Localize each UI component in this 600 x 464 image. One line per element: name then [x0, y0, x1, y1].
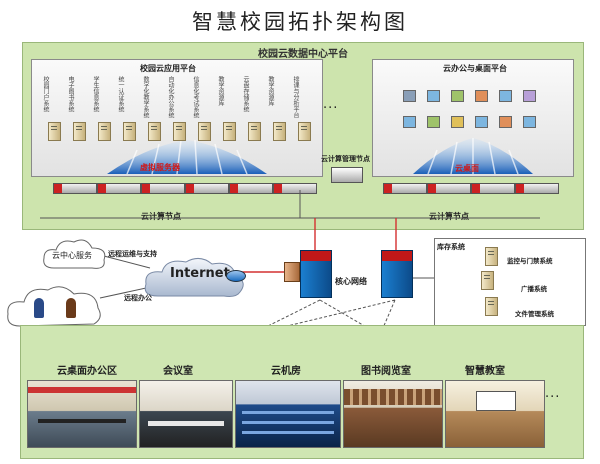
- internet-cloud-icon: [144, 258, 244, 297]
- app-platform-panel: 校园云应用平台 虚拟服务器 校园门户系统 电子图书系统 学生信息系统 统一认证系统 数字…: [31, 59, 323, 177]
- virtual-desktop-icon: [499, 90, 512, 102]
- compute-node-icon-10: [515, 183, 559, 194]
- server-icon-8: [223, 122, 236, 141]
- router-icon: [226, 270, 246, 282]
- compute-label-right: 云计算节点: [429, 212, 469, 221]
- system-label-6: 自动化办公系统: [167, 76, 174, 118]
- virtual-desktop-icon: [475, 90, 488, 102]
- system-label-1: 校园门户系统: [42, 76, 49, 112]
- library-item-1: 监控与门禁系统: [507, 257, 553, 265]
- server-icon-11: [298, 122, 311, 141]
- server-icon-4: [123, 122, 136, 141]
- virtual-desktop-icon: [403, 90, 416, 102]
- system-label-5: 数字化教学系统: [142, 76, 149, 118]
- virtual-desktop-icon: [523, 116, 536, 128]
- compute-node-icon-3: [141, 183, 185, 194]
- system-label-11: 排课与分析平台: [292, 76, 299, 118]
- virtual-desktop-icon: [523, 90, 536, 102]
- server-icon-3: [98, 122, 111, 141]
- desktop-platform-panel: 云办公与桌面平台 云桌面: [372, 59, 574, 177]
- datacenter-panel: 校园云数据中心平台 校园云应用平台 虚拟服务器 校园门户系统 电子图书系统 学生信息…: [22, 42, 584, 230]
- virtual-glow: [107, 140, 267, 174]
- room-photo-meeting: [139, 380, 233, 448]
- virtual-desktop-icon: [475, 116, 488, 128]
- server-icon-9: [248, 122, 261, 141]
- desktop-platform-title: 云办公与桌面平台: [443, 64, 507, 73]
- virtual-desktop-icon: [451, 116, 464, 128]
- compute-node-icon-7: [383, 183, 427, 194]
- diagram-title: 智慧校园拓扑架构图: [192, 10, 408, 34]
- library-server-icon-2: [481, 271, 494, 290]
- compute-label-left: 云计算节点: [141, 212, 181, 221]
- system-label-2: 电子图书系统: [67, 76, 74, 112]
- rooms-ellipsis: ···: [545, 390, 561, 405]
- room-label-classroom: 智慧教室: [465, 366, 505, 377]
- cloud-service-label: 云中心服务: [52, 251, 92, 260]
- virtual-desktop-icon: [451, 90, 464, 102]
- system-label-4: 统一认证系统: [117, 76, 124, 112]
- compute-node-icon-1: [53, 183, 97, 194]
- room-label-library: 图书阅览室: [361, 366, 411, 377]
- server-icon-10: [273, 122, 286, 141]
- room-photo-lab: [235, 380, 341, 448]
- compute-node-icon-4: [185, 183, 229, 194]
- cloud-desktop-label: 云桌面: [455, 164, 479, 173]
- core-network-label: 核心网络: [335, 277, 367, 286]
- core-switch-right: [381, 250, 413, 298]
- virtual-desktop-icon: [427, 116, 440, 128]
- firewall-icon: [284, 262, 300, 282]
- library-item-2: 广播系统: [521, 285, 547, 293]
- server-icon-1: [48, 122, 61, 141]
- remote-user-icon-2: [66, 298, 76, 318]
- mgmt-server-icon: [331, 167, 363, 183]
- server-icon-2: [73, 122, 86, 141]
- remote-office-cloud-icon: [7, 286, 101, 327]
- room-photo-classroom: [445, 380, 545, 448]
- system-label-10: 教学资源库: [267, 76, 274, 106]
- app-ellipsis: ···: [323, 101, 339, 116]
- server-icon-7: [198, 122, 211, 141]
- compute-node-icon-2: [97, 183, 141, 194]
- compute-node-icon-6: [273, 183, 317, 194]
- remote-user-icon: [34, 298, 44, 318]
- remote-ops-label: 远程运维与支持: [108, 250, 157, 258]
- system-label-7: 信息化考试系统: [192, 76, 199, 118]
- app-platform-title: 校园云应用平台: [140, 64, 196, 73]
- compute-node-icon-5: [229, 183, 273, 194]
- library-item-3: 文件管理系统: [515, 310, 554, 318]
- mgmt-node-label: 云计算管理节点: [321, 155, 370, 163]
- room-label-meeting: 会议室: [163, 366, 193, 377]
- compute-node-icon-9: [471, 183, 515, 194]
- desktop-glow: [413, 138, 533, 174]
- virtual-desktop-icon: [427, 90, 440, 102]
- compute-node-icon-8: [427, 183, 471, 194]
- virtual-desktop-icon: [403, 116, 416, 128]
- system-label-9: 云盘存储系统: [242, 76, 249, 112]
- library-server-icon-1: [485, 247, 498, 266]
- cloud-service-icon: [43, 239, 106, 269]
- system-label-3: 学生信息系统: [92, 76, 99, 112]
- system-label-8: 教学资源库: [217, 76, 224, 106]
- room-label-lab: 云机房: [271, 366, 301, 377]
- room-photo-library: [343, 380, 443, 448]
- datacenter-title: 校园云数据中心平台: [258, 49, 348, 60]
- library-title: 库存系统: [437, 243, 465, 251]
- library-server-icon-3: [485, 297, 498, 316]
- virtual-desktop-icon: [499, 116, 512, 128]
- remote-office-label: 远程办公: [124, 294, 152, 302]
- room-photo-office: [27, 380, 137, 448]
- internet-label: Internet: [170, 266, 230, 281]
- library-panel: 库存系统 监控与门禁系统 广播系统 文件管理系统: [434, 238, 586, 326]
- rooms-panel: 云桌面办公区 会议室 云机房 图书阅览室 智慧教室 ···: [20, 325, 584, 459]
- virtual-server-label: 虚拟服务器: [140, 163, 180, 172]
- server-icon-6: [173, 122, 186, 141]
- core-switch-left: [300, 250, 332, 298]
- room-label-office: 云桌面办公区: [57, 366, 117, 377]
- server-icon-5: [148, 122, 161, 141]
